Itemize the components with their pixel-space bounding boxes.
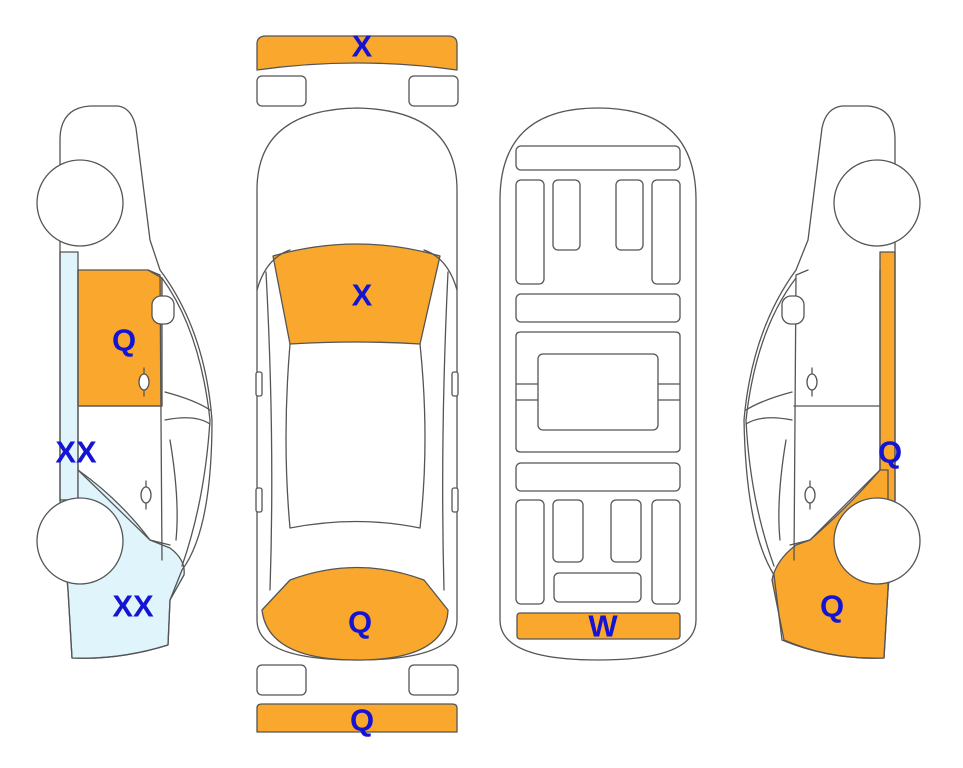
floor-panel-3	[552, 179, 581, 251]
left-front-door-label: Q	[112, 323, 136, 358]
top-body-outline	[256, 107, 458, 661]
front-bumper-label: X	[352, 29, 373, 64]
floor-panel-1	[515, 145, 681, 171]
left-door-lines	[77, 269, 211, 567]
left-headlight	[256, 75, 307, 107]
front-bumper[interactable]	[256, 35, 458, 71]
left-rear-quarter-label: XX	[112, 589, 154, 624]
right-window-lines	[745, 391, 793, 541]
right-door-lines	[745, 269, 881, 567]
left-mirror	[151, 295, 175, 325]
right-mirror	[781, 295, 805, 325]
floor-panel-10	[552, 499, 584, 563]
rear-bumper-label: Q	[350, 703, 374, 738]
rear-bumper[interactable]	[256, 703, 458, 733]
left-body-outline	[59, 105, 213, 659]
hood-label: X	[352, 278, 373, 313]
left-rear-mark-top	[255, 487, 263, 513]
right-rear-wheel	[833, 497, 921, 585]
right-side-view	[743, 105, 921, 659]
underbody-view	[499, 107, 697, 661]
floor-panel-2	[515, 179, 545, 285]
floor-panel-5	[651, 179, 681, 285]
right-body-outline	[743, 105, 896, 659]
top-cabin-lines	[256, 249, 458, 591]
floor-panel-7	[515, 331, 681, 453]
underbody-outline	[499, 107, 697, 661]
top-view	[255, 35, 459, 733]
right-rear-quarter-label: Q	[820, 589, 844, 624]
right-headlight	[408, 75, 459, 107]
right-front-wheel	[833, 159, 921, 247]
left-rear-wheel	[36, 497, 124, 585]
floor-panel-12	[651, 499, 681, 605]
left-side-view	[36, 105, 213, 659]
left-mirror-top	[255, 371, 263, 397]
floor-panel-6	[515, 293, 681, 323]
floor-rear-panel-label: W	[588, 609, 618, 644]
left-taillight	[256, 664, 307, 696]
floor-panel-13	[553, 572, 642, 603]
right-mirror-top	[451, 371, 459, 397]
floor-panel-8	[515, 462, 681, 492]
trunk-lid-label: Q	[348, 605, 372, 640]
left-window-lines	[164, 391, 211, 541]
left-rocker-label: XX	[55, 435, 97, 470]
floor-rear-panel[interactable]	[516, 612, 681, 640]
trunk-lid[interactable]	[261, 566, 449, 661]
floor-panel-11	[610, 499, 642, 563]
floor-panel-4	[615, 179, 644, 251]
right-rocker-label: Q	[878, 435, 902, 470]
right-rear-mark-top	[451, 487, 459, 513]
floor-panel-center	[537, 353, 659, 431]
left-front-wheel	[36, 159, 124, 247]
floor-panel-9	[515, 499, 545, 605]
hood[interactable]	[272, 243, 441, 345]
right-taillight	[408, 664, 459, 696]
